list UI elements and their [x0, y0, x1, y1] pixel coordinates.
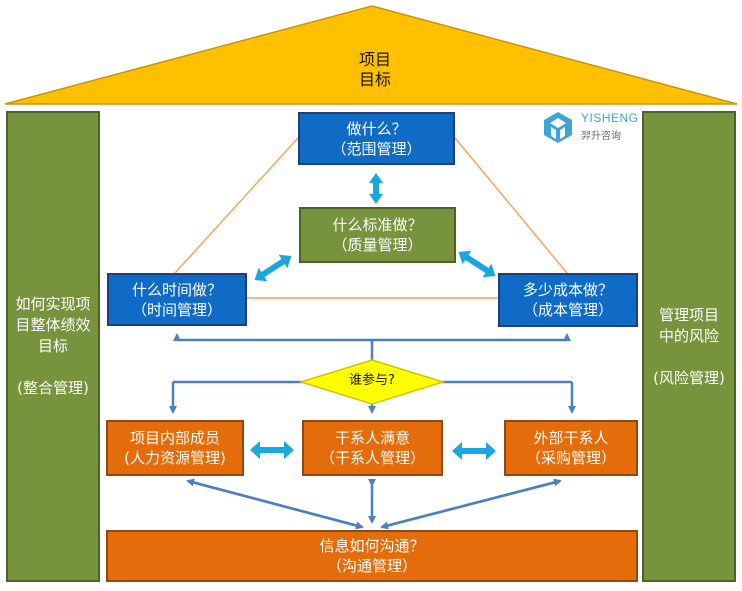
triangle-line-left	[174, 137, 299, 274]
cost-area: （成本管理）	[522, 301, 613, 319]
scope-node: 做什么？ （范围管理）	[298, 112, 455, 165]
stakeholder-area: （干系人管理）	[319, 449, 425, 467]
triangle-line-right	[454, 137, 568, 274]
time-node: 什么时间做？ （时间管理）	[107, 273, 247, 326]
scope-question: 做什么？	[346, 119, 407, 138]
communication-area: （沟通管理）	[326, 557, 417, 575]
right-pillar-line-1: 管理项目	[658, 305, 719, 324]
logo-subtitle: 羿升咨询	[581, 131, 621, 142]
quality-area: （质量管理）	[332, 236, 423, 254]
procurement-area: （采购管理）	[525, 449, 616, 467]
stakeholder-question: 干系人满意	[334, 429, 410, 447]
left-pillar-line-1: 如何实现项	[15, 295, 91, 313]
time-question: 什么时间做？	[131, 280, 222, 299]
roof-line-1: 项目	[358, 50, 391, 69]
cost-question: 多少成本做？	[522, 281, 613, 299]
logo-name: YISHENG	[581, 111, 639, 125]
double-arrow-stakeholder-procurement	[452, 442, 496, 460]
yisheng-logo-icon	[544, 112, 572, 143]
double-arrow-scope-quality	[369, 173, 383, 204]
cost-node: 多少成本做？ （成本管理）	[498, 273, 638, 327]
hr-area: (人力资源管理)	[124, 449, 226, 467]
communication-question: 信息如何沟通？	[319, 537, 425, 555]
left-pillar-line-2: 目整体绩效	[15, 316, 91, 334]
left-pillar-integration: 如何实现项 目整体绩效 目标 (整合管理)	[6, 111, 100, 582]
roof-label: 项目 目标	[300, 50, 450, 90]
right-pillar-risk: 管理项目 中的风险 (风险管理)	[642, 111, 736, 582]
quality-question: 什么标准做？	[332, 216, 423, 234]
time-area: （时间管理）	[131, 300, 222, 319]
stakeholder-node: 干系人满意 （干系人管理）	[302, 420, 443, 476]
double-arrow-hr-stakeholder	[250, 441, 294, 459]
hr-node: 项目内部成员 (人力资源管理)	[106, 420, 244, 476]
right-pillar-line-2: 中的风险	[658, 326, 719, 345]
double-arrow-quality-cost	[458, 250, 496, 278]
who-label: 谁参与?	[349, 373, 395, 388]
right-pillar-line-3: (风险管理)	[653, 368, 725, 387]
left-pillar-line-4: (整合管理)	[17, 379, 89, 397]
procurement-question: 外部干系人	[533, 429, 609, 447]
quality-node: 什么标准做？ （质量管理）	[299, 207, 456, 263]
roof-line-2: 目标	[358, 70, 391, 89]
scope-area: （范围管理）	[331, 139, 422, 158]
double-arrow-quality-time	[254, 254, 292, 282]
communication-node: 信息如何沟通？ （沟通管理）	[106, 530, 638, 582]
left-pillar-line-3: 目标	[37, 337, 68, 355]
hr-question: 项目内部成员	[129, 429, 220, 447]
who-diamond	[298, 359, 446, 405]
procurement-node: 外部干系人 （采购管理）	[504, 420, 638, 476]
connectors	[169, 333, 576, 530]
roof-triangle	[4, 5, 738, 105]
